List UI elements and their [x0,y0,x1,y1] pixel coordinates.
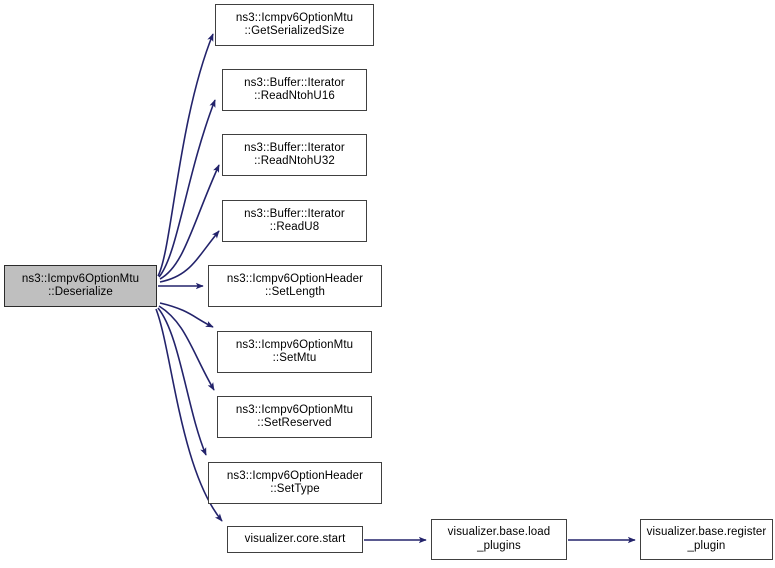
graph-node-load_plugins[interactable]: visualizer.base.load _plugins [431,519,567,560]
graph-node-label: ns3::Icmpv6OptionMtu ::Deserialize [21,272,140,299]
graph-node-set_mtu[interactable]: ns3::Icmpv6OptionMtu ::SetMtu [217,331,372,373]
graph-node-core_start[interactable]: visualizer.core.start [227,526,363,553]
graph-node-set_reserved[interactable]: ns3::Icmpv6OptionMtu ::SetReserved [217,396,372,438]
graph-node-read_ntoh_u32[interactable]: ns3::Buffer::Iterator ::ReadNtohU32 [222,134,367,176]
graph-edge-root-to-set_type [157,307,207,456]
graph-edge-root-to-set_mtu [159,302,214,328]
graph-node-label: ns3::Icmpv6OptionMtu ::SetReserved [235,403,354,430]
graph-node-label: ns3::Icmpv6OptionHeader ::SetLength [226,272,364,299]
graph-node-read_ntoh_u16[interactable]: ns3::Buffer::Iterator ::ReadNtohU16 [222,69,367,111]
graph-node-label: ns3::Icmpv6OptionMtu ::GetSerializedSize [235,11,354,38]
graph-node-set_type[interactable]: ns3::Icmpv6OptionHeader ::SetType [208,462,382,504]
graph-edge-root-to-read_ntoh_u16 [158,99,216,278]
graph-edge-root-to-set_reserved [158,305,215,391]
graph-node-label: ns3::Icmpv6OptionHeader ::SetType [226,469,364,496]
graph-node-label: ns3::Buffer::Iterator ::ReadNtohU32 [244,141,345,168]
graph-node-get_serialized_size[interactable]: ns3::Icmpv6OptionMtu ::GetSerializedSize [215,4,374,46]
graph-node-set_length[interactable]: ns3::Icmpv6OptionHeader ::SetLength [208,265,382,307]
graph-node-read_u8[interactable]: ns3::Buffer::Iterator ::ReadU8 [222,200,367,242]
graph-node-label: ns3::Buffer::Iterator ::ReadNtohU16 [244,76,345,103]
graph-node-root[interactable]: ns3::Icmpv6OptionMtu ::Deserialize [4,265,157,307]
graph-node-label: visualizer.base.register _plugin [646,526,767,552]
graph-edge-root-to-read_ntoh_u32 [159,164,220,280]
graph-node-label: ns3::Buffer::Iterator ::ReadU8 [244,207,345,234]
graph-node-label: visualizer.base.load _plugins [447,526,551,552]
graph-edge-root-to-get_serialized_size [157,33,214,277]
graph-node-label: visualizer.core.start [244,532,346,545]
graph-node-label: ns3::Icmpv6OptionMtu ::SetMtu [235,338,354,365]
graph-node-register_plugin[interactable]: visualizer.base.register _plugin [640,519,773,560]
